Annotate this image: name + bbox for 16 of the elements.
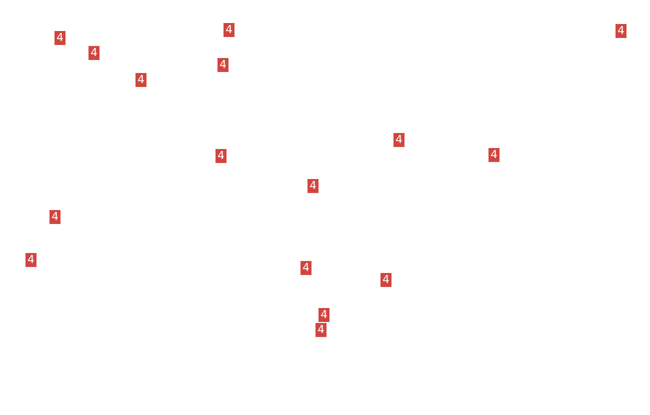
callout-number: 4 bbox=[318, 308, 330, 322]
callout-number: 4 bbox=[136, 73, 146, 87]
callout-number: 4 bbox=[380, 273, 392, 287]
callout-number: 4 bbox=[488, 148, 500, 162]
callout-number: 4 bbox=[300, 261, 312, 275]
callout-number: 4 bbox=[308, 179, 318, 193]
callout-number: 4 bbox=[218, 58, 228, 72]
callout-number: 4 bbox=[26, 253, 36, 267]
callout-number: 4 bbox=[316, 323, 326, 337]
callout-number: 4 bbox=[394, 133, 404, 147]
callout-number: 4 bbox=[50, 210, 60, 224]
callout-number: 4 bbox=[616, 24, 626, 38]
callout-number: 4 bbox=[88, 46, 100, 60]
callout-number: 4 bbox=[216, 149, 226, 163]
callout-number: 4 bbox=[54, 31, 66, 45]
callout-number: 4 bbox=[224, 23, 234, 37]
